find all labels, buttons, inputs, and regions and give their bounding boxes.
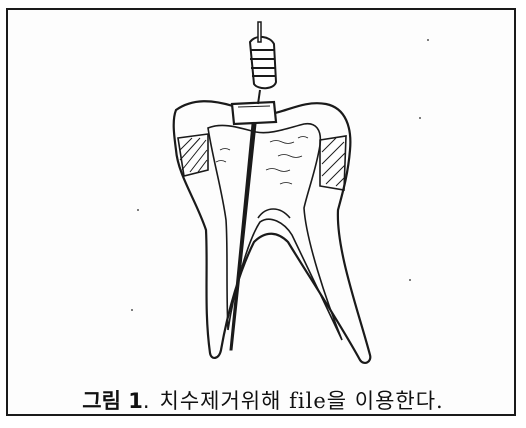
caption-separator: .: [143, 389, 150, 413]
endodontic-file-icon: [230, 22, 276, 350]
dentin-texture: [216, 137, 308, 185]
speck-dots: [131, 39, 429, 311]
tooth-outline: [174, 101, 371, 363]
enamel-hatch-right: [320, 136, 346, 190]
figure-frame: 그림 1. 치수제거위해 file을 이용한다.: [6, 8, 516, 416]
enamel-hatch-left: [178, 134, 208, 176]
tooth-illustration: [8, 10, 514, 414]
pulp-floor: [258, 209, 290, 218]
figure-label: 그림 1: [82, 389, 143, 413]
caption-text: 치수제거위해 file을 이용한다.: [160, 389, 444, 413]
pulp-chamber: [208, 124, 342, 340]
figure-caption: 그림 1. 치수제거위해 file을 이용한다.: [8, 385, 518, 415]
